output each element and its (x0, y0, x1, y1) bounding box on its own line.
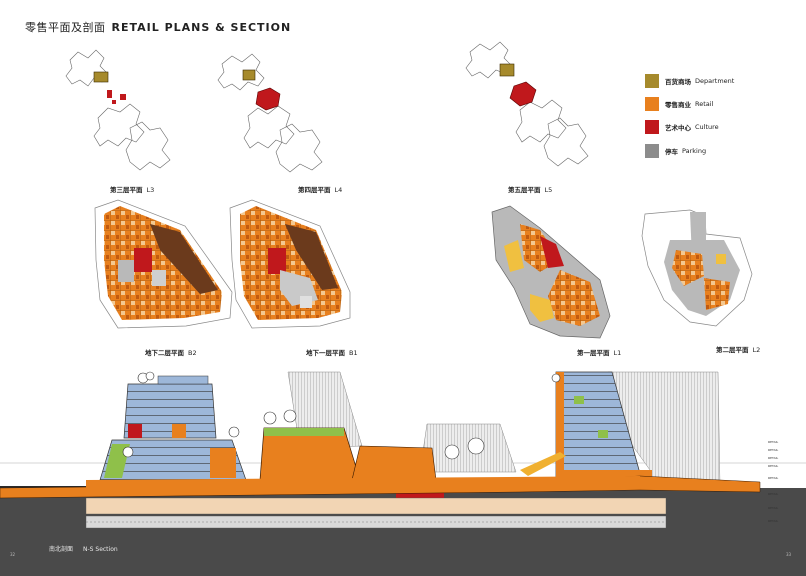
section-side-label: RETAIL (768, 492, 779, 496)
section-side-label: RETAIL (768, 464, 779, 468)
caption-l4-zh: 第四层平面 (298, 186, 331, 194)
plan-l5 (465, 41, 589, 167)
page-number-right: 33 (786, 552, 792, 557)
legend-parking: 停车 Parking (645, 144, 706, 158)
caption-b1-code: B1 (349, 349, 358, 357)
legend-swatch-culture (645, 120, 659, 134)
section-side-label: RETAIL (768, 440, 779, 444)
caption-l2-zh: 第二层平面 (716, 346, 749, 354)
section-side-label: RETAIL (768, 476, 779, 480)
plan-b2 (94, 199, 233, 329)
legend-culture-en: Culture (695, 123, 719, 131)
caption-b1-zh: 地下一层平面 (306, 349, 345, 357)
legend-swatch-parking (645, 144, 659, 158)
section-drawing (0, 371, 806, 576)
legend-department-en: Department (695, 77, 735, 85)
legend-parking-zh: 停车 (665, 148, 678, 156)
legend-culture: 艺术中心 Culture (645, 120, 719, 134)
page-number-left: 32 (10, 552, 16, 557)
caption-l4-code: L4 (334, 186, 343, 194)
caption-b2: 地下二层平面 B2 (145, 347, 197, 357)
page-title-en: RETAIL PLANS & SECTION (111, 21, 292, 34)
section-side-label: RETAIL (768, 448, 779, 452)
page-title-zh: 零售平面及剖面 (25, 21, 106, 34)
plan-l3 (65, 49, 171, 171)
caption-l2-code: L2 (752, 346, 761, 354)
legend-retail: 零售商业 Retail (645, 97, 713, 111)
section-caption-en: N-S Section (83, 546, 118, 553)
caption-l3-zh: 第三层平面 (110, 186, 143, 194)
plan-l1 (491, 205, 611, 339)
section-caption-zh: 南北剖面 (49, 546, 74, 553)
section-side-label: RETAIL (768, 519, 779, 523)
plan-b1 (229, 199, 351, 329)
legend-department: 百货商场 Department (645, 74, 734, 88)
caption-b1: 地下一层平面 B1 (306, 347, 358, 357)
legend-culture-zh: 艺术中心 (665, 124, 691, 132)
legend-department-zh: 百货商场 (665, 78, 691, 86)
plan-l4 (217, 53, 323, 173)
section-caption: 南北剖面 N-S Section (49, 544, 118, 553)
section-side-label: RETAIL (768, 456, 779, 460)
caption-l3-code: L3 (146, 186, 155, 194)
caption-b2-code: B2 (188, 349, 197, 357)
caption-l5-zh: 第五层平面 (508, 186, 541, 194)
legend-retail-zh: 零售商业 (665, 101, 691, 109)
caption-l5-code: L5 (544, 186, 553, 194)
caption-l1-zh: 第一层平面 (577, 349, 610, 357)
legend-swatch-department (645, 74, 659, 88)
legend-parking-en: Parking (682, 147, 707, 155)
section-side-label: RETAIL (768, 506, 779, 510)
page-title: 零售平面及剖面 RETAIL PLANS & SECTION (25, 19, 291, 35)
caption-b2-zh: 地下二层平面 (145, 349, 184, 357)
plan-l2 (641, 209, 753, 327)
legend-swatch-retail (645, 97, 659, 111)
legend-retail-en: Retail (695, 100, 714, 108)
caption-l1-code: L1 (613, 349, 622, 357)
